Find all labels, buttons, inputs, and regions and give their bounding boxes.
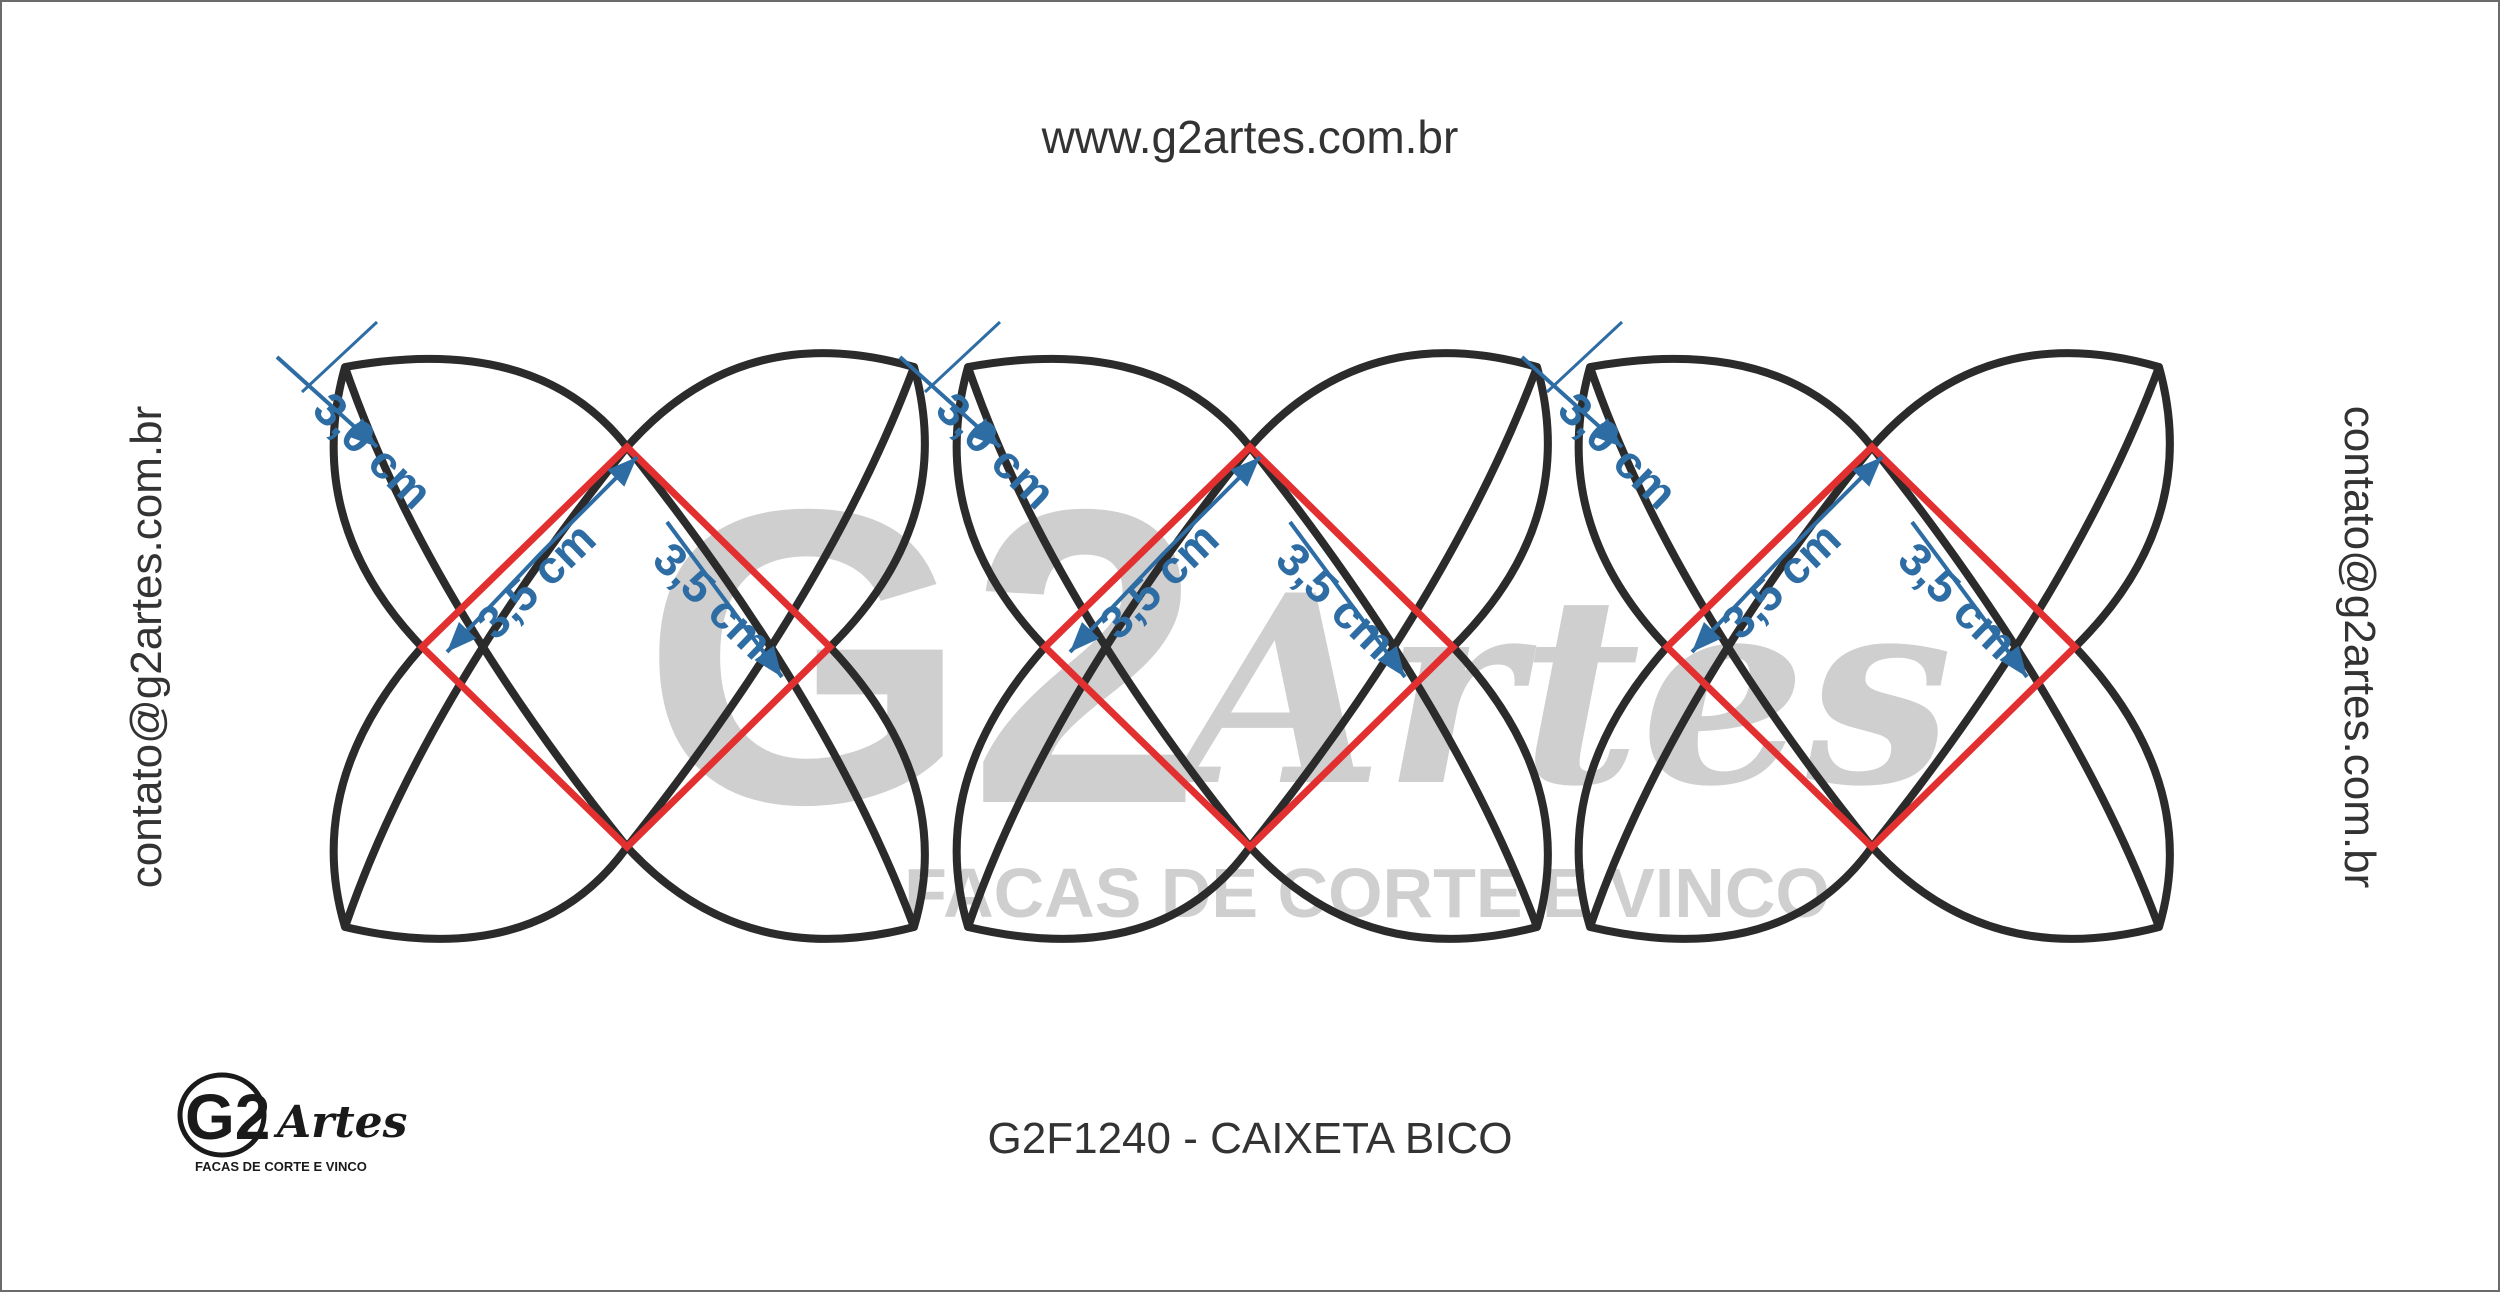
dimension-label-flap: 3,0 cm (1549, 382, 1688, 519)
cut-line-arc (341, 444, 631, 929)
site-url: www.g2artes.com.br (1041, 111, 1459, 163)
logo-ring-icon (177, 1072, 267, 1158)
watermark: G2 Artes FACAS DE CORTE E VINCO (642, 423, 1953, 932)
arrowhead-icon (1852, 457, 1882, 487)
contact-email-left: contato@g2artes.com.br (122, 405, 171, 889)
cut-line-arc (1586, 365, 1876, 850)
watermark-tagline: FACAS DE CORTE E VINCO (904, 854, 1830, 932)
arrowhead-icon (1999, 645, 2027, 677)
logo-tagline: FACAS DE CORTE E VINCO (195, 1159, 367, 1174)
arrowhead-icon (607, 457, 637, 487)
arrowhead-icon (346, 418, 377, 447)
extension-line (923, 320, 1002, 394)
fold-line-square (1039, 442, 1458, 852)
cut-line-arc (1586, 444, 1876, 929)
arrowhead-icon (1692, 621, 1722, 652)
arrowhead-icon (969, 418, 1000, 447)
cut-line-arc (1868, 365, 2163, 850)
dimension-line-side-b (1910, 520, 2029, 679)
logo-script: Artes (273, 1097, 407, 1148)
extension-line (1545, 320, 1624, 394)
arrowhead-icon (754, 645, 782, 677)
cut-line-arc (623, 444, 918, 929)
part-label: G2F1240 - CAIXETA BICO (987, 1114, 1513, 1163)
arrowhead-icon (1591, 418, 1622, 447)
logo-mark: G2 (185, 1081, 270, 1153)
dimension-line-side-b (665, 520, 784, 679)
contact-email-right: contato@g2artes.com.br (2335, 405, 2384, 889)
g2-artes-logo: G2 Artes FACAS DE CORTE E VINCO (177, 1072, 407, 1174)
arrowhead-icon (1230, 457, 1260, 487)
cut-line-arc (964, 365, 1254, 850)
arrowhead-icon (1377, 645, 1405, 677)
fold-line-square (416, 442, 835, 852)
cut-line-arc (1246, 365, 1541, 850)
extension-line (300, 320, 379, 394)
cut-line-arc (1868, 444, 2163, 929)
cut-line-arc (341, 365, 631, 850)
cut-line-arc (964, 444, 1254, 929)
arrowhead-icon (1070, 621, 1100, 652)
cut-line-arc (623, 365, 918, 850)
fold-line-square (1661, 442, 2080, 852)
cut-line-arc (1246, 444, 1541, 929)
arrowhead-icon (447, 621, 477, 652)
dimension-label-flap: 3,0 cm (304, 382, 443, 519)
dimension-line-side-b (1288, 520, 1407, 679)
